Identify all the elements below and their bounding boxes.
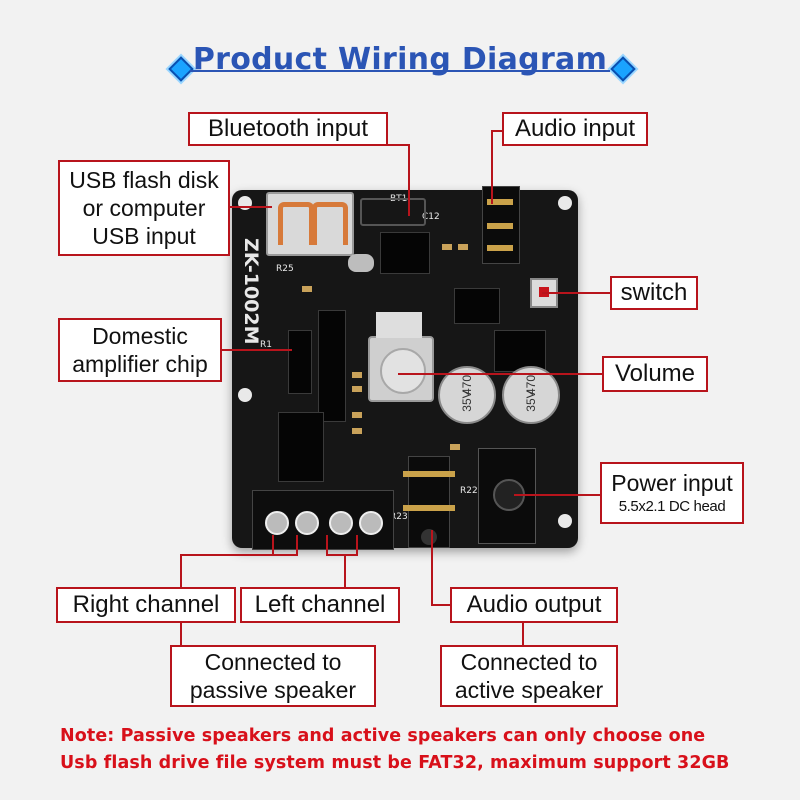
capacitor-1: 470 35V [438,366,496,424]
audio-output-label: Audio output [450,587,618,623]
silk-r22: R22 [460,486,478,496]
usb-leader [230,206,272,208]
amplifier-ic-3 [278,412,324,482]
active-speaker-label: Connected to active speaker [440,645,618,707]
crystal [348,254,374,272]
audio-input-leader [491,130,503,132]
dc-power-jack [478,448,536,544]
cap2-voltage: 35V [524,390,538,412]
note-line-2: Usb flash drive file system must be FAT3… [60,753,730,773]
smd-component [352,372,362,378]
board-model-label: ZK-1002M [240,238,262,345]
bluetooth-antenna [360,198,426,226]
volume-label: Volume [602,356,708,392]
usb-label-line3: USB input [92,223,196,249]
power-leader [514,494,602,496]
title-underline [190,70,610,72]
audio-out-leader-h [431,604,451,606]
smd-component [352,386,362,392]
mount-hole [238,388,252,402]
right-ch-leader-v [180,554,182,588]
left-channel-label: Left channel [240,587,400,623]
amp-leader [222,349,292,351]
passive-leader-v [180,621,182,647]
right-ch-leader-h [180,554,298,556]
bluetooth-input-label: Bluetooth input [188,112,388,146]
audio-input-label: Audio input [502,112,648,146]
audio-output-jack [403,456,455,548]
power-label-line2: 5.5x2.1 DC head [618,498,726,515]
right-channel-label: Right channel [56,587,236,623]
amplifier-ic-2 [318,310,346,422]
right-ch-leader-2 [296,535,298,555]
smd-component [302,286,312,292]
usb-label-line1: USB flash disk [69,167,219,193]
audio-out-leader-v [431,530,433,606]
left-ch-leader-v [344,554,346,588]
volume-pot-base [376,312,422,338]
usb-input-label: USB flash disk or computer USB input [58,160,230,256]
power-input-label: Power input 5.5x2.1 DC head [600,462,744,524]
passive-label-line1: Connected to [204,649,342,675]
left-ch-leader-1 [326,535,328,555]
amplifier-board: ZK-1002M BT1 C12 R25 R1 R22 R23 [232,186,578,550]
note-line-1: Note: Passive speakers and active speake… [60,726,706,746]
dc-dc-chip [494,330,546,372]
audio-input-jack [482,186,520,264]
power-label-line1: Power input [611,470,733,496]
usb-port [266,192,354,256]
left-ch-leader-h [326,554,358,556]
amplifier-chip-label: Domestic amplifier chip [58,318,222,382]
smd-component [442,244,452,250]
bluetooth-leader [388,144,410,146]
amp-label-line2: amplifier chip [72,351,208,377]
silk-c12: C12 [422,212,440,222]
left-ch-leader-2 [356,535,358,555]
smd-component [352,428,362,434]
mount-hole [558,514,572,528]
switch-leader [542,292,612,294]
notes-block: Note: Passive speakers and active speake… [60,723,760,777]
speaker-terminal-block [252,490,394,550]
bluetooth-leader-v [408,144,410,216]
amp-label-line1: Domestic [92,323,188,349]
smd-component [450,444,460,450]
capacitor-2: 470 35V [502,366,560,424]
switch-label: switch [610,276,698,310]
silk-r25: R25 [276,264,294,274]
audio-input-leader-v [491,130,493,204]
active-leader-v [522,621,524,647]
silk-r1: R1 [260,340,272,350]
volume-knob [368,336,434,402]
cap1-voltage: 35V [460,390,474,412]
amplifier-chip [288,330,312,394]
usb-label-line2: or computer [82,195,206,221]
active-label-line1: Connected to [460,649,598,675]
smd-component [458,244,468,250]
bluetooth-chip [380,232,430,274]
passive-speaker-label: Connected to passive speaker [170,645,376,707]
silk-r23: R23 [390,512,408,522]
regulator-chip [454,288,500,324]
mount-hole [558,196,572,210]
smd-component [352,412,362,418]
passive-label-line2: passive speaker [189,677,357,703]
volume-leader [398,373,604,375]
active-label-line2: active speaker [454,677,604,703]
right-ch-leader-1 [272,535,274,555]
